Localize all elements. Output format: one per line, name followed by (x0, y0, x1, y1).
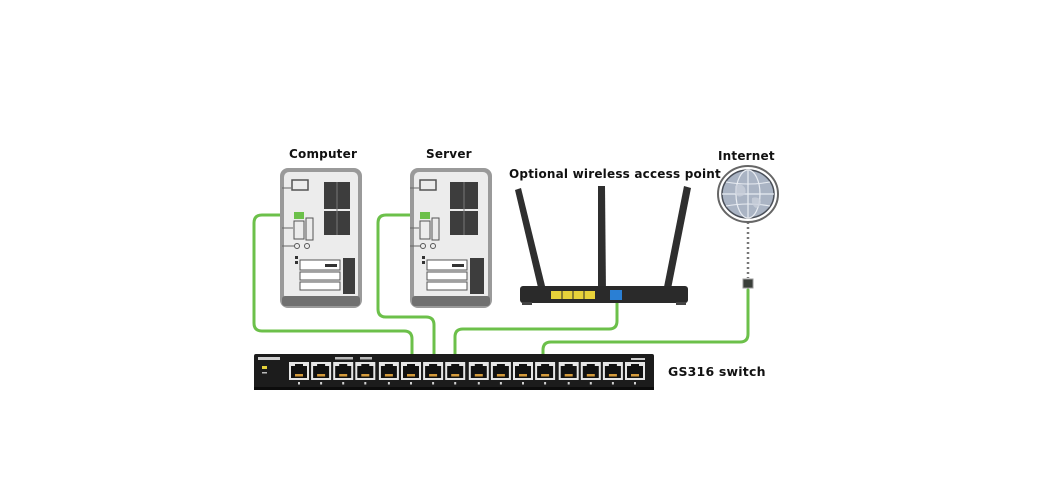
switch-port-6 (401, 362, 421, 385)
computer-tower (280, 168, 362, 308)
antenna-middle (598, 186, 606, 294)
switch-port-9 (468, 362, 489, 385)
cable-access-point-to-switch (453, 300, 619, 374)
switch-port-1 (289, 362, 309, 385)
switch-port-11 (513, 362, 533, 385)
antenna-right (663, 186, 691, 294)
server-label: Server (426, 147, 472, 161)
switch-port-3 (333, 362, 354, 385)
switch-port-4 (355, 362, 376, 385)
switch-label: GS316 switch (668, 364, 766, 379)
cable-computer-to-switch (252, 213, 414, 374)
switch-port-8 (445, 362, 466, 385)
switch-port-15 (602, 362, 623, 385)
access-point-label: Optional wireless access point (509, 167, 721, 181)
wireless-access-point (515, 186, 691, 305)
switch-port-16 (625, 362, 645, 385)
computer-label: Computer (289, 147, 358, 161)
internet-globe-icon (717, 165, 779, 223)
switch-port-12 (535, 362, 556, 385)
switch-port-13 (558, 362, 579, 385)
cable-server-to-switch (376, 213, 436, 374)
internet-label: Internet (718, 149, 775, 163)
gs316-switch (254, 354, 654, 390)
antenna-left (515, 188, 547, 296)
switch-port-14 (580, 362, 601, 385)
internet-connector (742, 278, 754, 289)
switch-port-2 (311, 362, 332, 385)
power-led (262, 366, 267, 369)
router-uplink-port (610, 290, 622, 300)
switch-port-7 (423, 362, 444, 385)
switch-port-10 (490, 362, 511, 385)
server-tower (410, 168, 492, 308)
cable-internet-to-switch (541, 288, 750, 374)
switch-port-5 (378, 362, 399, 385)
